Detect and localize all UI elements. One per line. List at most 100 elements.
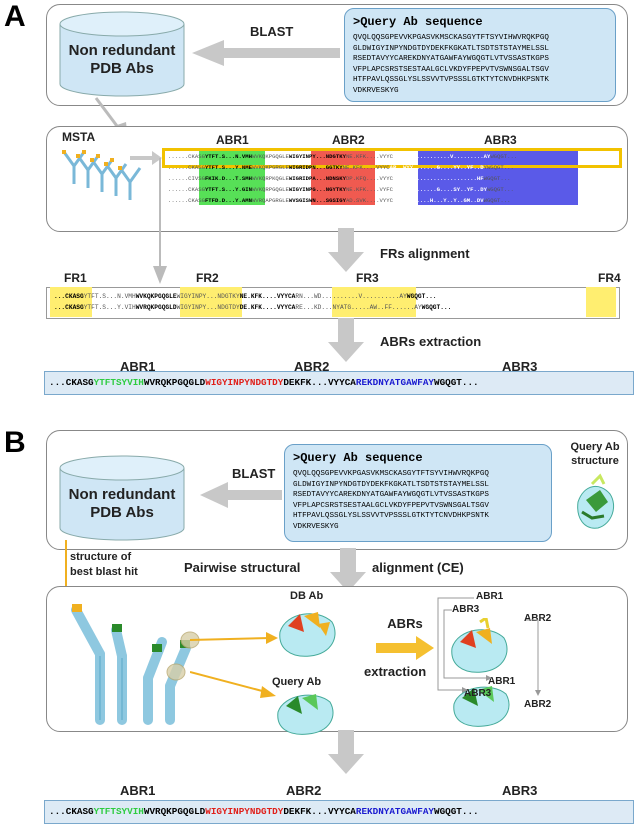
blast-arrow (192, 40, 340, 66)
abr3-block (418, 151, 578, 205)
query-line: VDKRVESKYG (353, 86, 399, 95)
fr4-label: FR4 (598, 271, 621, 285)
database-label: Non redundant PDB Abs (58, 42, 186, 78)
final-arrow (328, 730, 364, 774)
struct-abr3-bottom-label: ABR3 (464, 688, 492, 699)
extracted-query-structure-icon (453, 686, 510, 727)
to-structure-arrows (190, 632, 278, 698)
best-hit-label-line1: structure of (70, 551, 132, 563)
query-sequence-title: >Query Ab sequence (293, 451, 423, 465)
query-structure-label-line1: Query Ab (570, 441, 620, 453)
query-structure-icon (577, 473, 614, 529)
query-sequence-text: QVQLQQSGPEVVKPGASVKMSCKASGYTFTSYVIHWVRQK… (353, 33, 549, 96)
struct-abr2-top-label: ABR2 (524, 613, 552, 624)
abr3-header: ABR3 (484, 133, 517, 147)
fr-row: ...CKASGYTFT.S...Y.VIHWVRQKPGQGLDWIGYINP… (54, 304, 452, 311)
abr2-header: ABR2 (332, 133, 365, 147)
seq-abr2: WIGYINPYNDGTDY (205, 806, 284, 817)
query-line: HTFPAVLQSSGLYSLSSVVTVPSSSLGTKTYTCNVDHKPS… (293, 512, 489, 520)
abrs-extraction-arrow (328, 318, 364, 362)
seq-abr1: YTFTSYVIH (93, 806, 144, 817)
struct-abr2-bottom-label: ABR2 (524, 699, 552, 710)
seq-part: DEKFK...VYYCA (283, 377, 356, 388)
fr4-block (586, 287, 616, 317)
database-label-line2: PDB Abs (90, 504, 154, 521)
seq-part: WGQGT... (433, 806, 479, 817)
pairwise-arrow (330, 548, 366, 592)
result-abr3-label: ABR3 (502, 359, 538, 374)
query-line: RSEDTAVYYCAREKDNYATGAWFAYWGQGTLVTVSSASTK… (293, 491, 489, 499)
seq-abr3: REKDNYATGAWFAY (355, 806, 434, 817)
blast-label-b: BLAST (232, 466, 276, 481)
alignment-row: ......CKASGYTFT.S...Y.NMEWVKQKPGRGLEWIGR… (168, 164, 514, 171)
msta-to-fr-arrow (153, 158, 167, 284)
fr2-label: FR2 (196, 271, 219, 285)
abr2-block (311, 151, 375, 205)
best-hit-label: structure of best blast hit (70, 550, 138, 580)
query-row-highlight (162, 148, 622, 168)
result-sequence-a: ...CKASGYTFTSYVIHWVRQKPGQGLDWIGYINPYNDGT… (44, 371, 634, 395)
blast-arrow-b (200, 482, 282, 508)
query-line: RSEDTAVYYCAREKDNYATGAWFAYWGQGTLVTVSSASTK… (353, 55, 549, 63)
query-sequence-title: >Query Ab sequence (353, 15, 483, 29)
fr3-block (332, 287, 416, 317)
abr-mapping-lines (437, 597, 541, 696)
fr1-block (50, 287, 92, 317)
fr1-label: FR1 (64, 271, 87, 285)
query-line: QVQLQQSGPEVVKPGASVKMSCKASGYTFTSYVIHWVRQK… (293, 470, 489, 478)
query-sequence-box-b: >Query Ab sequence QVQLQQSGPEVVKPGASVKMS… (284, 444, 552, 542)
fr-row: ...CKASGYTFT.S...N.VMHWVKQKPGQGLEWIGYINP… (54, 293, 437, 300)
result-abr2-label: ABR2 (294, 359, 330, 374)
query-line: VFPLAPCSRSTSESTAALGCLVKDYFPEPVTVSWNSGALT… (353, 65, 549, 74)
query-ab-structure-icon (277, 694, 334, 735)
fr2-block (180, 287, 242, 317)
query-structure-label-line2: structure (571, 455, 619, 467)
database-label-line1: Non redundant (68, 42, 176, 59)
alignment-row: ......CKASGYTFT.S...Y.GINWVKQRPGQGLEWIGY… (168, 186, 514, 193)
seq-abr1: YTFTSYVIH (93, 377, 144, 388)
abrs-extraction-label: ABRs extraction (380, 334, 482, 349)
panel-a-letter: A (4, 0, 26, 33)
query-sequence-box: >Query Ab sequence QVQLQQSGPEVVKPGASVKMS… (344, 8, 616, 102)
seq-abr2: WIGYINPYNDGTDY (205, 377, 284, 388)
db-ab-structure-icon (279, 612, 336, 657)
result-abr2-label-b: ABR2 (286, 783, 322, 798)
result-abr1-label-b: ABR1 (120, 783, 156, 798)
result-sequence-b: ...CKASGYTFTSYVIHWVRQKPGQGLDWIGYINPYNDGT… (44, 800, 634, 824)
seq-abr3: REKDNYATGAWFAY (355, 377, 434, 388)
query-line: GLDWIGYINPYNDGTDYDEKFKGKATLTSDTSTSTAYMEL… (353, 44, 549, 53)
pairwise-label-1: Pairwise structural (184, 560, 301, 575)
database-label-b: Non redundant PDB Abs (58, 486, 186, 522)
best-hit-label-line2: best blast hit (70, 566, 138, 578)
query-line: VFPLAPCSRSTSESTAALGCLVKDYFPEPVTVSWNSGALT… (293, 501, 489, 510)
query-line: GLDWIGYINPYNDGTDYDEKFKGKATLTSDTSTSTAYMEL… (293, 480, 489, 489)
database-label-line1: Non redundant (68, 486, 176, 503)
result-abr1-label: ABR1 (120, 359, 156, 374)
fr3-label: FR3 (356, 271, 379, 285)
panel-b-letter: B (4, 426, 26, 459)
msta-arrow (130, 151, 162, 165)
query-line: QVQLQQSGPEVVKPGASVKMSCKASGYTFTSYVIHWVRQK… (353, 34, 549, 42)
query-line: VDKRVESKYG (293, 522, 339, 531)
struct-abr1-bottom-label: ABR1 (488, 676, 516, 687)
struct-abr1-top-label: ABR1 (476, 591, 504, 602)
database-label-line2: PDB Abs (90, 60, 154, 77)
alignment-row: ......CIVSGFKIK.D...T.SMHWVKQRPKQGLEWIGR… (168, 175, 511, 182)
abrs-label-2: extraction (364, 664, 427, 679)
seq-part: ...CKASG (49, 806, 94, 817)
seq-part: WVRQKPGQGLD (143, 377, 206, 388)
db-ab-label: DB Ab (290, 590, 324, 602)
seq-part: ...CKASG (49, 377, 94, 388)
antibody-stack-icon (62, 150, 142, 200)
seq-part: DEKFK...VYYCA (283, 806, 356, 817)
alignment-row: ......CKASGFTFD.D...Y.AMNWVRQAPGRGLEWVSG… (168, 197, 511, 204)
query-sequence-text: QVQLQQSGPEVVKPGASVKMSCKASGYTFTSYVIHWVRQK… (293, 469, 489, 532)
abrs-label-1: ABRs (387, 616, 423, 631)
seq-part: WGQGT... (433, 377, 479, 388)
blast-label: BLAST (250, 24, 294, 39)
abrs-extraction-arrow-b (376, 636, 434, 660)
result-abr3-label-b: ABR3 (502, 783, 538, 798)
frs-alignment-arrow (328, 228, 364, 272)
query-line: HTFPAVLQSSGLYSLSSVVTVPSSSLGTKTYTCNVDHKPS… (353, 76, 549, 84)
